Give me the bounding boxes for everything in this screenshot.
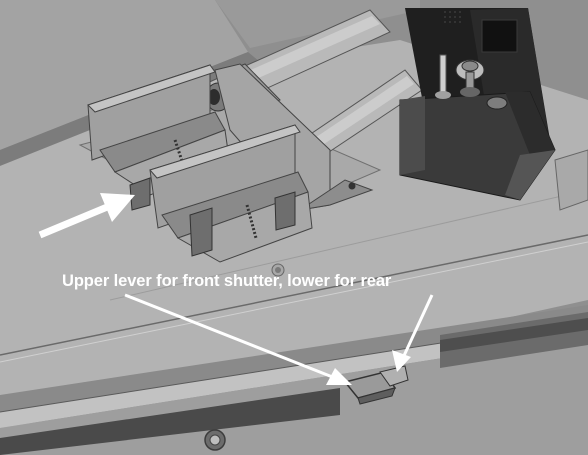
rear-shutter-callout-arrow [392, 294, 434, 372]
front-shutter-lever-top [87, 64, 216, 113]
rear-shutter-lever-top [149, 124, 301, 179]
deck-edge-line [0, 241, 588, 363]
pointer-arrow [38, 193, 135, 239]
deck-edge-line [109, 189, 588, 301]
housing-window [481, 19, 518, 53]
terminal-socket [486, 96, 508, 110]
shutter-lever-caption: Upper lever for front shutter, lower for… [62, 272, 392, 290]
bottom-slot-right-inner [440, 318, 588, 352]
lower-rail [0, 305, 588, 412]
terminal-post [439, 54, 447, 96]
upper-left-panel [0, 0, 248, 150]
bottom-slot [0, 388, 340, 455]
deck-edge-line [0, 234, 588, 356]
housing-vents [444, 11, 461, 23]
front-shutter-callout-arrow [124, 293, 352, 385]
